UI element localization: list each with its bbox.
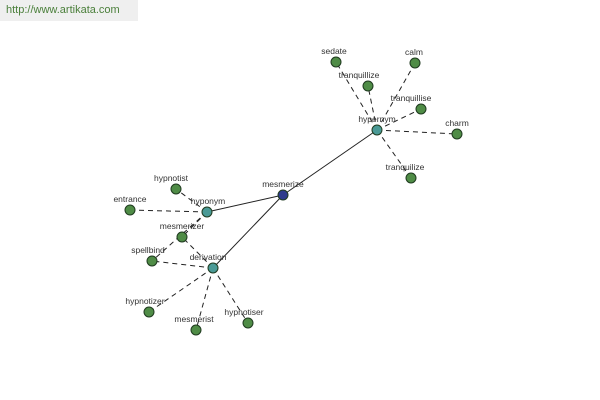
node-hyponym[interactable]	[201, 206, 213, 218]
node-hypnotizer[interactable]	[143, 306, 155, 318]
label-hyponym: hyponym	[191, 196, 226, 206]
source-url[interactable]: http://www.artikata.com	[6, 4, 120, 16]
node-calm[interactable]	[409, 57, 421, 69]
node-hypernym[interactable]	[371, 124, 383, 136]
node-tranquillize[interactable]	[362, 80, 374, 92]
edge-hyponym-hypnotist	[175, 188, 208, 213]
node-tranquilize[interactable]	[405, 172, 417, 184]
label-derivation: derivation	[190, 252, 227, 262]
label-hypnotist: hypnotist	[154, 173, 189, 183]
label-mesmerize: mesmerize	[262, 179, 304, 189]
node-mesmerist[interactable]	[190, 324, 202, 336]
label-tranquillise: tranquillise	[391, 93, 432, 103]
label-sedate: sedate	[321, 46, 347, 56]
edge-hyponym-mesmerizer	[181, 211, 208, 238]
node-hypnotist[interactable]	[170, 183, 182, 195]
label-hypernym: hypernym	[358, 114, 395, 124]
url-banner: http://www.artikata.com	[0, 0, 138, 21]
edge-hyponym-entrance	[129, 209, 208, 213]
label-hypnotiser: hypnotiser	[224, 307, 263, 317]
edge-hypernym-tranquilize	[376, 129, 412, 179]
edge-mesmerize-derivation	[212, 194, 284, 269]
edge-derivation-mesmerizer	[181, 236, 214, 269]
nodes-layer	[124, 56, 463, 336]
edge-hypernym-sedate	[335, 61, 378, 131]
edge-mesmerize-hyponym	[206, 194, 284, 213]
label-spellbind: spellbind	[131, 245, 165, 255]
edge-hypernym-tranquillize	[367, 85, 378, 131]
label-mesmerist: mesmerist	[174, 314, 214, 324]
label-charm: charm	[445, 118, 469, 128]
node-sedate[interactable]	[330, 56, 342, 68]
node-mesmerize[interactable]	[277, 189, 289, 201]
label-entrance: entrance	[113, 194, 146, 204]
edge-derivation-spellbind	[151, 260, 214, 269]
node-tranquillise[interactable]	[415, 103, 427, 115]
edge-hypernym-calm	[376, 62, 416, 131]
label-tranquillize: tranquillize	[339, 70, 380, 80]
edge-derivation-hypnotizer	[148, 267, 214, 313]
edge-mesmerize-hypernym	[282, 129, 378, 196]
node-spellbind[interactable]	[146, 255, 158, 267]
labels-layer: mesmerize hypernym hyponym derivation sedate…	[113, 46, 468, 324]
label-mesmerizer: mesmerizer	[160, 221, 205, 231]
label-hypnotizer: hypnotizer	[125, 296, 164, 306]
node-mesmerizer[interactable]	[176, 231, 188, 243]
label-tranquilize: tranquilize	[386, 162, 425, 172]
edge-hypernym-charm	[376, 129, 458, 135]
node-hypnotiser[interactable]	[242, 317, 254, 329]
node-derivation[interactable]	[207, 262, 219, 274]
node-charm[interactable]	[451, 128, 463, 140]
edge-derivation-mesmerist	[195, 267, 214, 331]
node-entrance[interactable]	[124, 204, 136, 216]
label-calm: calm	[405, 47, 423, 57]
edge-hypernym-tranquillise	[376, 108, 422, 131]
edge-derivation-hypnotiser	[212, 267, 249, 324]
